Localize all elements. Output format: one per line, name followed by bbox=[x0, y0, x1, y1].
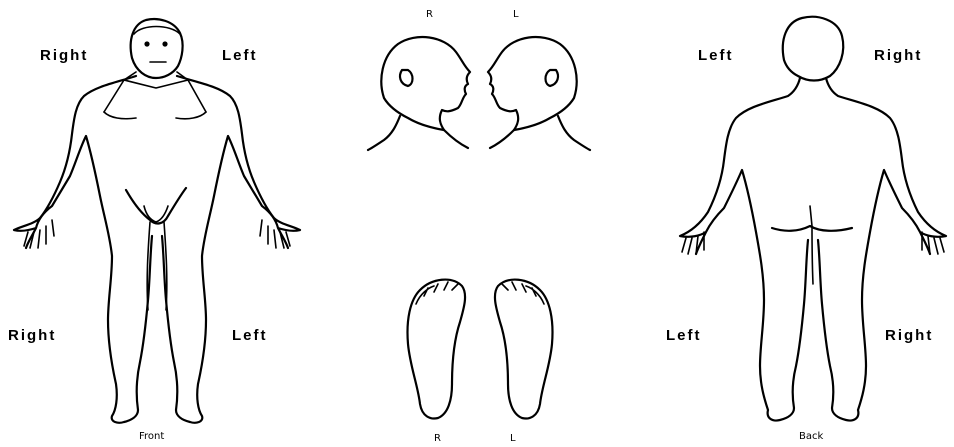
back-body-outline-left bbox=[680, 78, 808, 421]
front-lower-right-label: Right bbox=[8, 328, 56, 344]
head-left-profile bbox=[488, 37, 577, 130]
front-upper-left-label: Left bbox=[222, 48, 258, 64]
sole-left-toes bbox=[502, 282, 544, 304]
front-hair-line bbox=[134, 27, 180, 35]
front-groin bbox=[126, 188, 186, 223]
feet-right-label: R bbox=[434, 433, 441, 444]
front-caption: Front bbox=[139, 431, 164, 442]
back-upper-left-label: Left bbox=[698, 48, 734, 64]
front-body-outline-right bbox=[162, 76, 300, 423]
back-lower-left-label: Left bbox=[666, 328, 702, 344]
front-right-eye bbox=[162, 41, 167, 46]
front-body-outline-left bbox=[14, 76, 152, 423]
feet-soles bbox=[408, 280, 553, 419]
head-profiles bbox=[368, 37, 590, 150]
back-body-outline-right bbox=[818, 78, 946, 421]
head-left-ear bbox=[546, 70, 559, 86]
front-left-eye bbox=[144, 41, 149, 46]
head-right-profile bbox=[381, 37, 470, 130]
head-left-neck bbox=[490, 116, 590, 150]
sole-left-foot bbox=[495, 280, 553, 419]
front-lower-left-label: Left bbox=[232, 328, 268, 344]
back-lower-right-label: Right bbox=[885, 328, 933, 344]
sole-right-foot bbox=[408, 280, 466, 419]
head-right-neck bbox=[368, 116, 468, 150]
back-head bbox=[783, 17, 843, 81]
front-chest-right bbox=[176, 112, 206, 119]
head-left-label: L bbox=[513, 9, 519, 20]
head-right-ear bbox=[400, 70, 413, 86]
front-head bbox=[131, 19, 183, 78]
back-buttocks-cleft bbox=[810, 206, 813, 284]
front-figure bbox=[14, 19, 300, 423]
back-upper-right-label: Right bbox=[874, 48, 922, 64]
sole-right-toes bbox=[416, 282, 458, 304]
back-figure bbox=[680, 17, 946, 421]
front-neck-cross bbox=[124, 80, 188, 88]
front-upper-right-label: Right bbox=[40, 48, 88, 64]
front-chest-left bbox=[104, 112, 136, 119]
head-right-label: R bbox=[426, 9, 433, 20]
back-caption: Back bbox=[799, 431, 823, 442]
feet-left-label: L bbox=[510, 433, 516, 444]
